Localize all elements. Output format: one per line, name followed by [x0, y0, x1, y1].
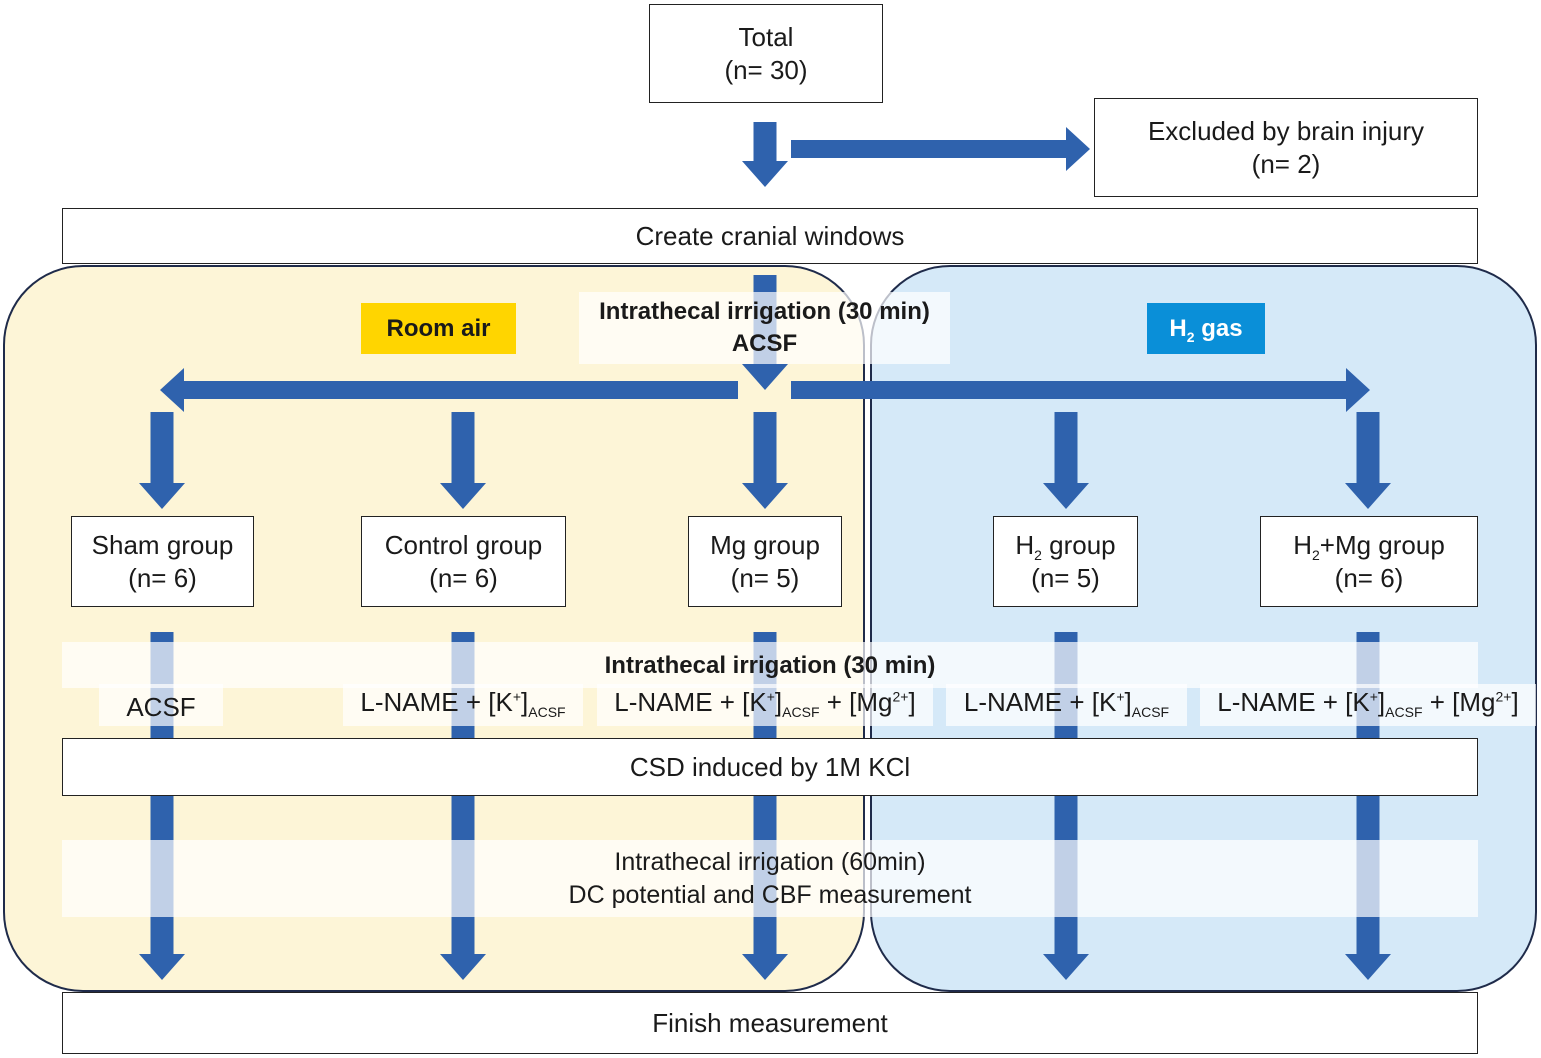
csd-box: CSD induced by 1M KCl — [62, 738, 1478, 796]
finish-box: Finish measurement — [62, 992, 1478, 1054]
irrigation1-band — [579, 292, 950, 364]
mg-group-count: (n= 5) — [730, 562, 800, 593]
irrigation3-measurement: DC potential and CBF measurement — [568, 881, 972, 909]
mg-solution-bg — [597, 684, 933, 726]
finish-label: Finish measurement — [652, 1007, 888, 1038]
control-solution-bg — [343, 684, 583, 726]
h2-solution-bg — [946, 684, 1187, 726]
h2-group-name: H2 group — [1015, 529, 1116, 563]
sham-solution: ACSF — [126, 692, 196, 722]
arrow-to-mg-group — [742, 412, 788, 509]
csd-label: CSD induced by 1M KCl — [629, 751, 911, 782]
total-count: (n= 30) — [724, 54, 808, 85]
total-box: Total (n= 30) — [649, 4, 883, 103]
irrigation3-title: Intrathecal irrigation (60min) — [614, 848, 926, 876]
h2-group-count: (n= 5) — [1031, 562, 1100, 593]
irrigation2-title: Intrathecal irrigation (30 min) — [604, 652, 936, 679]
h2mg-solution-bg — [1200, 684, 1536, 726]
sham-group-count: (n= 6) — [128, 562, 197, 593]
excluded-title: Excluded by brain injury — [1147, 115, 1425, 146]
sham-group-name: Sham group — [91, 529, 234, 560]
arrow-to-sham-group — [139, 412, 185, 509]
h2mg-group-count: (n= 6) — [1334, 562, 1404, 593]
control-group-name: Control group — [384, 529, 543, 560]
sham-solution-bg — [99, 684, 223, 726]
arrow-branch-left — [160, 368, 738, 412]
room-air-tag: Room air — [361, 303, 516, 354]
arrow-to-h2mg-group — [1345, 412, 1391, 509]
arrow-branch-right — [791, 368, 1370, 412]
arrow-to-excluded — [791, 127, 1090, 171]
mg-group-name: Mg group — [710, 529, 820, 560]
control-group-count: (n= 6) — [429, 562, 498, 593]
h2-gas-tag: H2 gas — [1147, 303, 1265, 354]
control-group-box: Control group (n= 6) — [361, 516, 566, 607]
excluded-count: (n= 2) — [1251, 148, 1321, 179]
arrow-total-down — [742, 122, 788, 187]
h2-solution: L-NAME + [K+]ACSF — [963, 687, 1170, 721]
room-air-tag-label: Room air — [386, 314, 491, 342]
h2mg-group-box: H2+Mg group (n= 6) — [1260, 516, 1478, 607]
h2mg-solution: L-NAME + [K+]ACSF + [Mg2+] — [1217, 687, 1519, 721]
sham-group-box: Sham group (n= 6) — [71, 516, 254, 607]
h2-group-box: H2 group (n= 5) — [993, 516, 1138, 607]
total-title: Total — [738, 21, 794, 52]
irrigation3-band — [62, 840, 1478, 917]
arrow-to-h2-group — [1043, 412, 1089, 509]
mg-group-box: Mg group (n= 5) — [688, 516, 842, 607]
irrigation1-title: Intrathecal irrigation (30 min) — [599, 298, 930, 325]
mg-solution: L-NAME + [K+]ACSF + [Mg2+] — [614, 687, 916, 721]
h2mg-group-name: H2+Mg group — [1293, 529, 1445, 563]
control-solution: L-NAME + [K+]ACSF — [360, 687, 566, 721]
excluded-box: Excluded by brain injury (n= 2) — [1094, 98, 1478, 197]
create-windows-box: Create cranial windows — [62, 208, 1478, 264]
create-windows-label: Create cranial windows — [635, 220, 905, 251]
irrigation2-band — [62, 642, 1478, 688]
irrigation1-solution: ACSF — [731, 330, 798, 357]
h2-gas-tag-label: H2 gas — [1169, 314, 1243, 345]
arrow-to-control-group — [440, 412, 486, 509]
